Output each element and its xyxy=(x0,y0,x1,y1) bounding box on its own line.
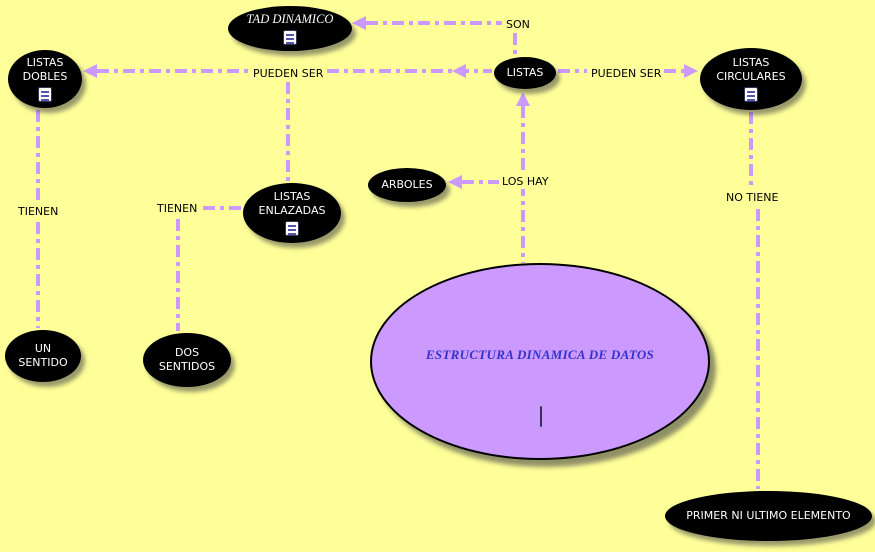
center-title: ESTRUCTURA DINAMICA DE DATOS xyxy=(425,347,655,362)
document-icon[interactable] xyxy=(283,30,297,46)
node-arboles-label: ARBOLES xyxy=(381,178,433,192)
node-listas-circulares-label: LISTAS CIRCULARES xyxy=(716,56,786,83)
node-arboles[interactable]: ARBOLES xyxy=(368,168,446,202)
arrowhead-to-listas-circulares xyxy=(684,64,698,78)
connector-circulares-to-notiene xyxy=(749,112,753,190)
connector-tienen-to-unsentido xyxy=(36,222,40,328)
document-icon[interactable] xyxy=(744,86,758,102)
node-listas-dobles[interactable]: LISTAS DOBLES xyxy=(8,50,82,108)
arrowhead-mid-puedenser-left xyxy=(452,64,466,78)
node-dos-sentidos[interactable]: DOS SENTIDOS xyxy=(143,333,231,387)
connector-tienen-to-dossentidos xyxy=(176,219,180,331)
connector-puedenser-to-circulares xyxy=(664,69,684,73)
connector-listas-to-son xyxy=(513,33,517,57)
connector-dobles-to-tienen xyxy=(36,110,40,204)
link-label-pueden-ser-right: PUEDEN SER xyxy=(588,66,665,81)
node-un-sentido[interactable]: UN SENTIDO xyxy=(5,330,81,382)
node-tad-dinamico-label: TAD DINAMICO xyxy=(246,11,334,26)
connector-listas-to-puedenser-right xyxy=(558,69,587,73)
node-listas-enlazadas[interactable]: LISTAS ENLAZADAS xyxy=(243,183,341,243)
document-icon[interactable] xyxy=(540,406,542,427)
arrowhead-to-arboles xyxy=(448,175,462,189)
node-estructura-dinamica-de-datos[interactable]: ESTRUCTURA DINAMICA DE DATOS xyxy=(370,263,710,460)
node-tad-dinamico[interactable]: TAD DINAMICO xyxy=(228,6,352,51)
node-primer-ni-ultimo-elemento[interactable]: PRIMER NI ULTIMO ELEMENTO xyxy=(665,491,872,541)
connector-loshay-to-arboles xyxy=(462,180,500,184)
link-label-no-tiene: NO TIENE xyxy=(723,190,782,205)
connector-puedenser-to-enlazadas xyxy=(286,82,290,182)
link-label-pueden-ser-left: PUEDEN SER xyxy=(250,66,327,81)
connector-listas-to-puedenser-left xyxy=(327,69,492,73)
node-dos-sentidos-label: DOS SENTIDOS xyxy=(158,346,216,373)
node-listas-circulares[interactable]: LISTAS CIRCULARES xyxy=(700,48,802,110)
arrowhead-to-tad-dinamico xyxy=(352,16,366,30)
node-listas[interactable]: LISTAS xyxy=(494,57,556,89)
connector-tienen-to-enlazadas xyxy=(203,206,243,210)
connector-son-to-tad xyxy=(366,21,502,25)
arrowhead-to-listas-dobles xyxy=(83,64,97,78)
link-label-son: SON xyxy=(503,17,533,32)
node-listas-dobles-label: LISTAS DOBLES xyxy=(22,56,68,83)
node-listas-enlazadas-label: LISTAS ENLAZADAS xyxy=(258,190,326,217)
node-un-sentido-label: UN SENTIDO xyxy=(18,342,68,369)
connector-notiene-to-primer xyxy=(756,209,760,489)
document-icon[interactable] xyxy=(285,220,299,236)
link-label-tienen-mid: TIENEN xyxy=(154,201,201,216)
document-icon[interactable] xyxy=(38,86,52,102)
connector-puedenser-to-dobles xyxy=(97,69,249,73)
arrowhead-to-listas xyxy=(516,92,530,106)
node-listas-label: LISTAS xyxy=(506,66,544,80)
link-label-tienen-left: TIENEN xyxy=(15,204,62,219)
node-primer-ni-ultimo-label: PRIMER NI ULTIMO ELEMENTO xyxy=(686,509,851,523)
link-label-los-hay: LOS HAY xyxy=(499,174,552,189)
